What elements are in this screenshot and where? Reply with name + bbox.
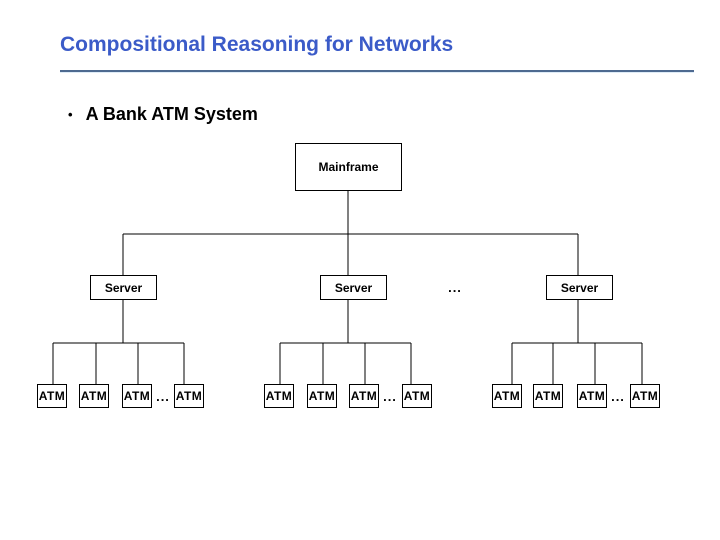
- atm-label: ATM: [631, 389, 659, 403]
- atm-label: ATM: [80, 389, 108, 403]
- atm-label: ATM: [265, 389, 293, 403]
- atm-ellipsis-2: ...: [383, 389, 397, 404]
- atm-label: ATM: [175, 389, 203, 403]
- atm-ellipsis-3: ...: [611, 389, 625, 404]
- server-label: Server: [104, 280, 143, 295]
- slide-title: Compositional Reasoning for Networks: [60, 33, 454, 56]
- mainframe-label: Mainframe: [318, 160, 379, 174]
- title-divider: [60, 70, 694, 73]
- atm-bus-group-2: [279, 342, 412, 384]
- server-label: Server: [560, 280, 599, 295]
- atm-label: ATM: [578, 389, 606, 403]
- atm-label: ATM: [123, 389, 151, 403]
- bullet-text: A Bank ATM System: [85, 104, 258, 124]
- server-node-1: Server: [90, 275, 157, 300]
- atm-node-3-1: ATM: [492, 384, 522, 408]
- atm-node-3-4: ATM: [630, 384, 660, 408]
- atm-label: ATM: [493, 389, 521, 403]
- servers-ellipsis: ...: [448, 280, 462, 295]
- atm-node-2-3: ATM: [349, 384, 379, 408]
- atm-ellipsis-1: ...: [156, 389, 170, 404]
- atm-node-2-2: ATM: [307, 384, 337, 408]
- atm-bus-group-3: [511, 342, 643, 384]
- mainframe-node: Mainframe: [295, 143, 402, 191]
- atm-bus-group-1: [52, 342, 185, 384]
- atm-label: ATM: [308, 389, 336, 403]
- server-downlinks: [122, 300, 579, 343]
- atm-node-2-1: ATM: [264, 384, 294, 408]
- atm-node-3-3: ATM: [577, 384, 607, 408]
- bullet-marker: •: [68, 107, 73, 122]
- atm-node-1-4: ATM: [174, 384, 204, 408]
- mainframe-to-server-bus: [122, 191, 579, 275]
- atm-label: ATM: [38, 389, 66, 403]
- atm-node-1-2: ATM: [79, 384, 109, 408]
- atm-node-3-2: ATM: [533, 384, 563, 408]
- bullet-item: • A Bank ATM System: [68, 104, 258, 126]
- atm-label: ATM: [350, 389, 378, 403]
- server-node-3: Server: [546, 275, 613, 300]
- atm-node-1-1: ATM: [37, 384, 67, 408]
- server-label: Server: [334, 280, 373, 295]
- atm-label: ATM: [403, 389, 431, 403]
- atm-node-2-4: ATM: [402, 384, 432, 408]
- atm-label: ATM: [534, 389, 562, 403]
- server-node-2: Server: [320, 275, 387, 300]
- atm-node-1-3: ATM: [122, 384, 152, 408]
